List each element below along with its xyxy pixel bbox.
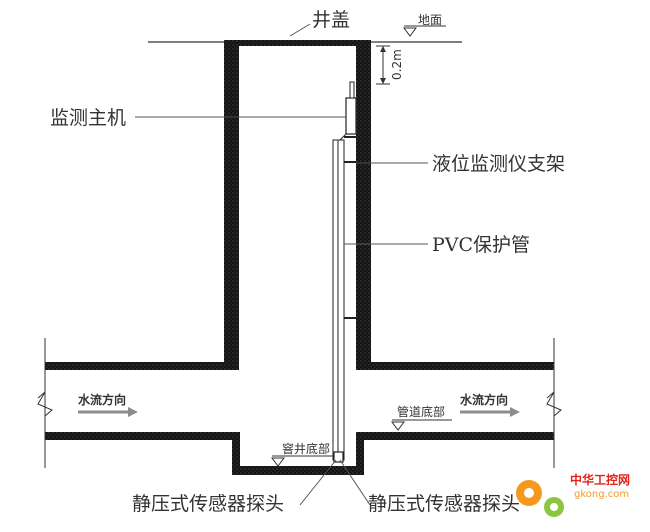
label-offset: 0.2m bbox=[390, 49, 404, 80]
label-host: 监测主机 bbox=[50, 107, 126, 129]
offset-dimension bbox=[376, 45, 390, 85]
label-probe-right: 静压式传感器探头 bbox=[368, 493, 520, 515]
pipe-bottom-marker bbox=[391, 419, 452, 431]
label-probe-left: 静压式传感器探头 bbox=[132, 493, 284, 515]
sump-floor bbox=[232, 466, 364, 475]
sump-left-wall bbox=[232, 432, 240, 474]
label-pipe-bottom: 管道底部 bbox=[397, 404, 445, 419]
watermark-cn: 中华工控网 bbox=[570, 472, 630, 487]
right-pipe-upper-wall bbox=[356, 362, 554, 370]
left-break-zigzag bbox=[37, 391, 53, 417]
left-well-wall bbox=[224, 44, 239, 369]
leader-probe-right bbox=[339, 459, 371, 506]
right-break-zigzag bbox=[546, 391, 562, 417]
label-ground: 地面 bbox=[418, 13, 442, 27]
label-well-cover: 井盖 bbox=[312, 9, 350, 31]
label-bracket: 液位监测仪支架 bbox=[432, 153, 565, 175]
label-pvc-pipe: PVC保护管 bbox=[432, 234, 530, 256]
sump-right-wall bbox=[356, 432, 364, 474]
left-pipe-lower-wall bbox=[45, 432, 239, 440]
pressure-probe bbox=[333, 451, 344, 463]
left-pipe-upper-wall bbox=[45, 362, 239, 370]
pvc-pipe bbox=[332, 133, 347, 461]
well-cover-slab bbox=[224, 40, 371, 46]
flow-arrow-right bbox=[460, 407, 520, 417]
label-well-bottom: 窨井底部 bbox=[282, 441, 330, 456]
watermark-logo: 中华工控网 gkong.com bbox=[516, 472, 630, 517]
flow-arrow-left bbox=[78, 407, 138, 417]
ground-marker bbox=[403, 25, 446, 37]
well-bottom-marker bbox=[271, 455, 334, 467]
right-well-wall bbox=[356, 44, 371, 369]
leader-well-cover bbox=[289, 23, 311, 37]
mount-bracket bbox=[344, 136, 356, 319]
label-flow-left: 水流方向 bbox=[78, 392, 126, 407]
leader-probe-left bbox=[299, 459, 337, 506]
right-pipe-lower-wall bbox=[356, 432, 554, 440]
watermark-en: gkong.com bbox=[574, 489, 629, 500]
monitoring-host bbox=[345, 81, 357, 135]
label-flow-right: 水流方向 bbox=[460, 392, 508, 407]
